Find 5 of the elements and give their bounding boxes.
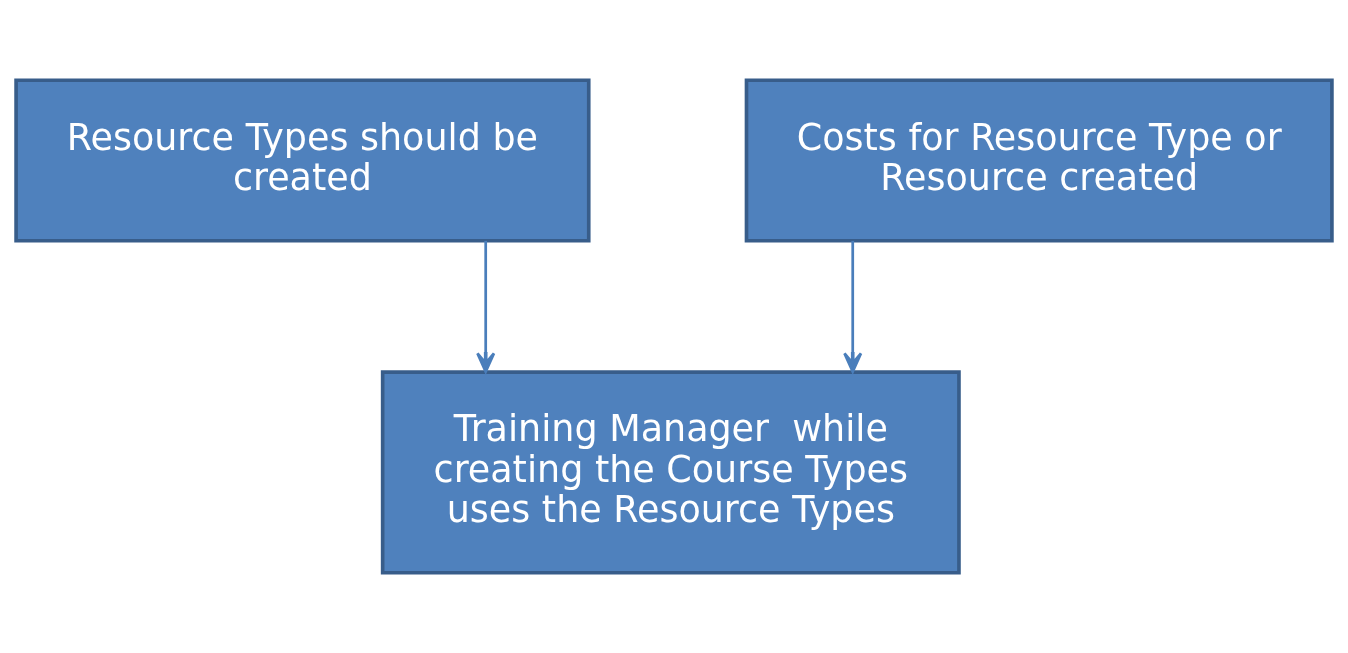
node-box: Costs for Resource Type or Resource created [744, 78, 1334, 243]
node-box: Training Manager while creating the Course Types uses the Resource Types [380, 370, 961, 575]
node-box: Resource Types should be created [14, 78, 591, 243]
arrow [476, 240, 496, 374]
arrow [843, 240, 863, 374]
